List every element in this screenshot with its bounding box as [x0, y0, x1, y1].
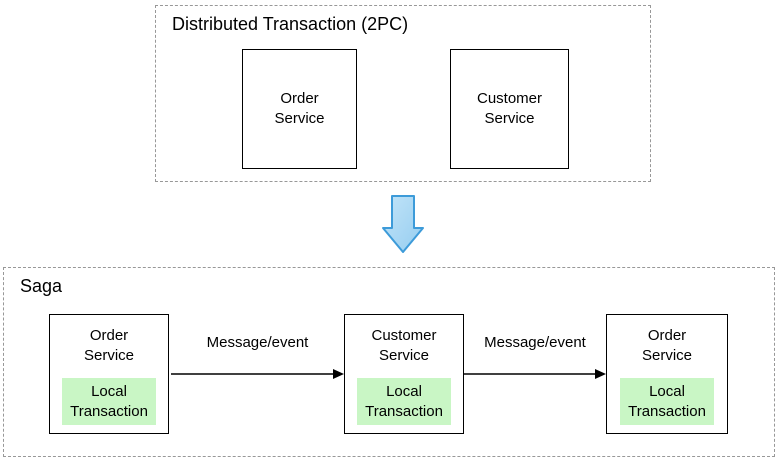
node-label: Order Service: [607, 315, 727, 367]
node-customer-service-2pc: Customer Service: [450, 49, 569, 169]
flow-arrow-2: [464, 369, 606, 379]
node-label: Order Service: [50, 315, 168, 367]
flow-arrowhead-icon: [595, 369, 606, 379]
inner-label-line: Transaction: [365, 402, 443, 420]
node-order-service-saga-1: Order Service Local Transaction: [49, 314, 169, 434]
node-label-line: Service: [83, 347, 135, 365]
node-label-line: Order: [647, 327, 687, 344]
inner-label-line: Transaction: [70, 402, 148, 420]
inner-label-line: Local: [386, 383, 422, 400]
node-customer-service-saga: Customer Service Local Transaction: [344, 314, 464, 434]
local-transaction-label: Local Transaction: [628, 382, 706, 421]
node-label-line: Service: [378, 347, 430, 365]
section-saga-title: Saga: [20, 276, 63, 296]
local-transaction-label: Local Transaction: [365, 382, 443, 421]
flow-arrow-1: [171, 369, 344, 379]
node-label-line: Customer: [371, 327, 437, 344]
node-label-line: Order: [280, 89, 319, 107]
node-label-line: Service: [274, 110, 325, 127]
down-arrow-shape: [382, 195, 424, 253]
node-order-service-saga-2: Order Service Local Transaction: [606, 314, 728, 434]
local-transaction-label: Local Transaction: [70, 382, 148, 421]
node-label: Order Service: [274, 89, 324, 130]
node-label-line: Service: [641, 347, 693, 365]
edge-label-message-event-2: Message/event: [484, 334, 586, 351]
down-arrow-icon: [382, 195, 424, 253]
inner-label-line: Transaction: [628, 402, 706, 420]
section-saga: Saga Order Service Local Transaction Mes…: [3, 267, 775, 457]
inner-label-line: Local: [649, 383, 685, 400]
node-order-service-2pc: Order Service: [242, 49, 357, 169]
node-label: Customer Service: [345, 315, 463, 367]
node-label-line: Order: [89, 327, 129, 344]
inner-label-line: Local: [91, 383, 127, 400]
node-label-line: Customer: [476, 89, 543, 107]
node-label: Customer Service: [477, 89, 542, 130]
node-label-line: Service: [484, 110, 535, 127]
local-transaction-box: Local Transaction: [620, 378, 714, 425]
local-transaction-box: Local Transaction: [357, 378, 451, 425]
flow-arrowhead-icon: [333, 369, 344, 379]
local-transaction-box: Local Transaction: [62, 378, 156, 425]
edge-label-message-event-1: Message/event: [206, 334, 309, 351]
section-2pc: Distributed Transaction (2PC) Order Serv…: [155, 5, 651, 182]
section-2pc-title: Distributed Transaction (2PC): [172, 14, 409, 34]
